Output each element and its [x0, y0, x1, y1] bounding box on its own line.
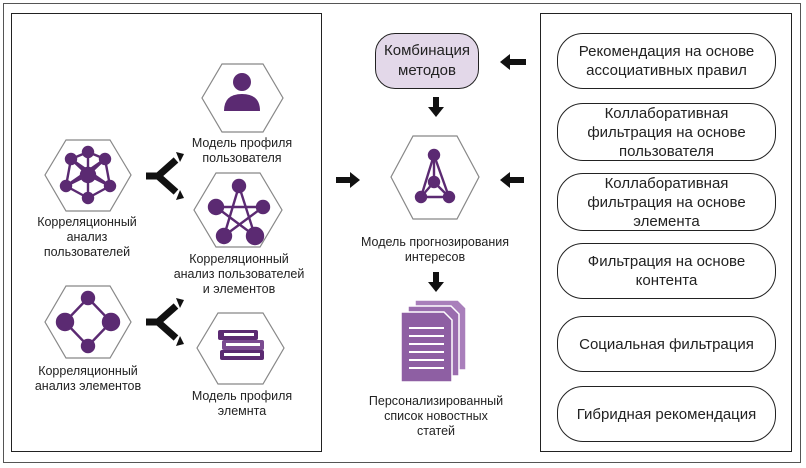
left-panel — [11, 13, 322, 452]
method-item-collaborative: Коллаборативная фильтрация на основе эле… — [557, 173, 776, 231]
method-association-rules: Рекомендация на основе ассоциативных пра… — [557, 33, 776, 89]
news-list-label: Персонализированный список новостных ста… — [368, 394, 504, 438]
method-hybrid: Гибридная рекомендация — [557, 386, 776, 442]
user-item-correlation-label: Корреляционный анализ пользователей и эл… — [173, 252, 305, 296]
method-label: Коллаборативная фильтрация на основе пол… — [587, 104, 746, 160]
documents-icon — [400, 299, 467, 383]
star-network-icon — [207, 178, 271, 246]
user-profile-label: Модель профиля пользователя — [191, 136, 293, 165]
prediction-model-label: Модель прогнозирования интересов — [360, 235, 509, 264]
arrow-left-combo — [500, 54, 526, 70]
outer-frame — [3, 3, 801, 463]
user-icon — [224, 73, 260, 111]
diamond-network-icon — [55, 290, 121, 354]
method-social-filtering: Социальная фильтрация — [557, 316, 776, 372]
method-label: Фильтрация на основе контента — [587, 253, 746, 289]
fork-arrowhead — [176, 152, 184, 162]
fork-connector-bottom — [146, 303, 179, 341]
method-label: Социальная фильтрация — [579, 335, 754, 353]
method-user-collaborative: Коллаборативная фильтрация на основе пол… — [557, 103, 776, 161]
fork-arrowhead — [176, 336, 184, 346]
method-label: Гибридная рекомендация — [576, 405, 757, 423]
item-correlation-hexagon — [44, 285, 132, 359]
fork-arrowhead — [176, 190, 184, 200]
fork-arrowhead — [176, 298, 184, 308]
user-network-icon — [59, 145, 117, 205]
arrow-down-prediction — [428, 272, 444, 292]
arrow-left-right-panel — [500, 172, 524, 188]
books-icon — [218, 330, 264, 360]
combination-label: Комбинация методов — [384, 42, 470, 79]
arrow-right-left-panel — [336, 172, 360, 188]
item-profile-label: Модель профиля элемнта — [191, 389, 293, 418]
user-correlation-label: Корреляционный анализ пользователей — [37, 215, 137, 259]
fork-connector-top — [146, 157, 179, 195]
combination-box: Комбинация методов — [375, 33, 479, 89]
arrow-down-combo — [428, 97, 444, 117]
method-label: Рекомендация на основе ассоциативных пра… — [578, 43, 755, 79]
triangle-network-icon — [414, 148, 456, 204]
method-content-filtering: Фильтрация на основе контента — [557, 243, 776, 299]
method-label: Коллаборативная фильтрация на основе эле… — [587, 174, 746, 230]
methods-panel — [540, 13, 792, 452]
item-correlation-label: Корреляционный анализ элементов — [34, 364, 142, 393]
